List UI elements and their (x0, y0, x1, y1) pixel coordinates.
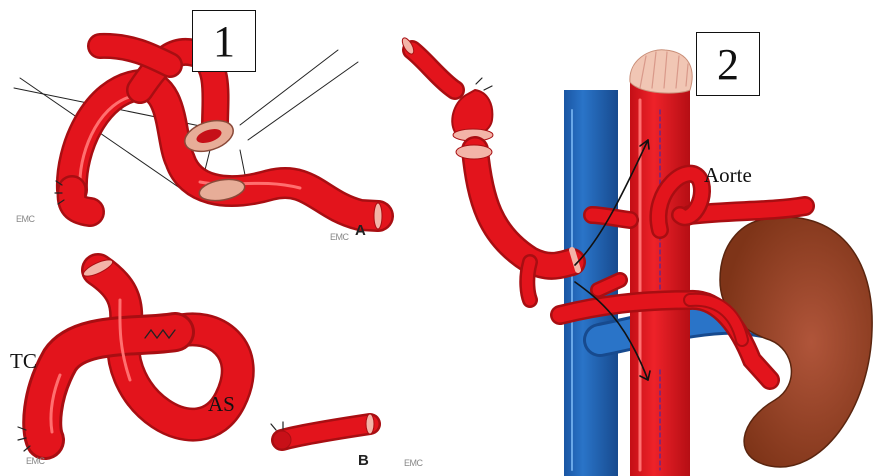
label-tc: TC (10, 349, 37, 374)
panel-number-1: 1 (192, 10, 256, 72)
watermark: EMC (330, 232, 349, 242)
panel-2-anatomy (400, 36, 872, 476)
panel-1b-artery (18, 257, 374, 451)
panel-number-2: 2 (696, 32, 760, 96)
watermark: EMC (16, 214, 35, 224)
label-aorte: Aorte (704, 163, 752, 188)
sub-label-b: B (358, 452, 369, 469)
label-as: AS (208, 392, 235, 417)
watermark: EMC (404, 458, 423, 468)
sub-label-a: A (355, 222, 366, 239)
panel-1a-artery (14, 46, 382, 229)
watermark: EMC (26, 456, 45, 466)
